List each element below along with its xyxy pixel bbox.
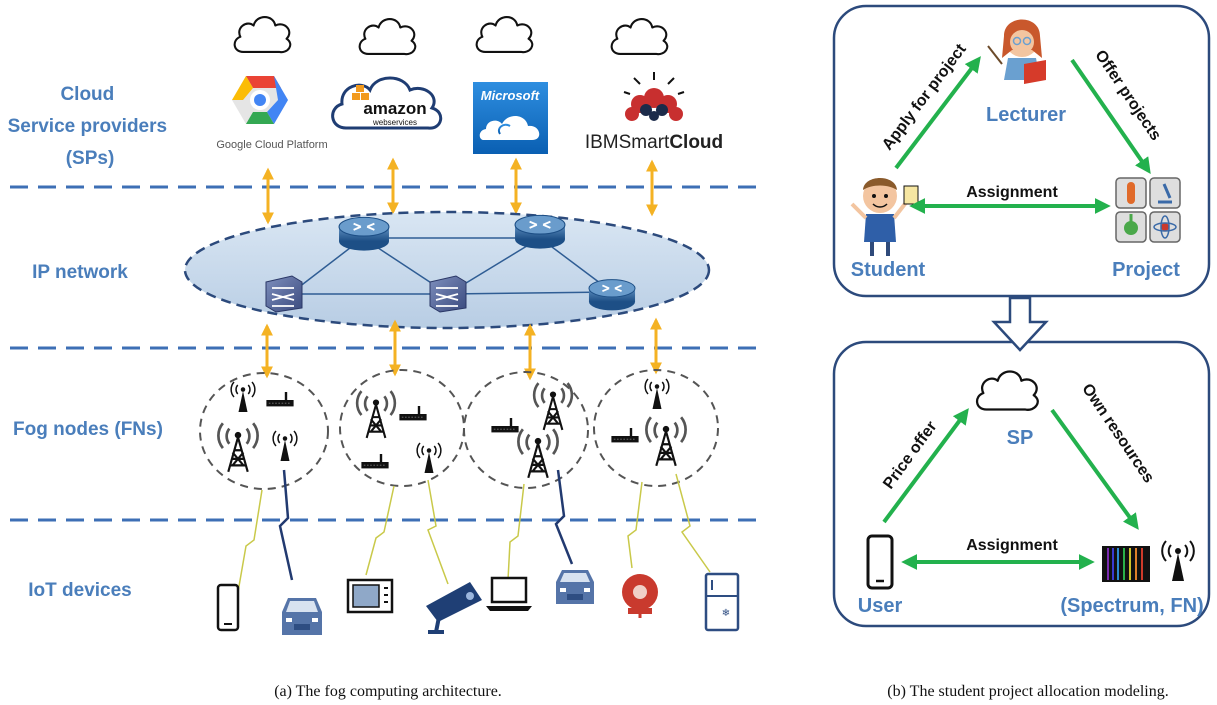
caption-right: (b) The student project allocation model… <box>887 683 1168 700</box>
cloud-icon <box>475 15 534 54</box>
mapping-arrow <box>991 296 1049 352</box>
user-label: User <box>858 595 903 617</box>
wireless-link <box>627 481 643 569</box>
wireless-link <box>278 469 294 581</box>
webservices-text: webservices <box>372 118 417 127</box>
car-icon <box>556 570 594 604</box>
project-icon <box>1115 177 1181 243</box>
car-icon <box>282 598 322 635</box>
cloud-icon <box>610 17 669 56</box>
wireless-link <box>507 483 525 581</box>
switch-icon <box>429 275 467 313</box>
apply-arrow <box>894 56 981 170</box>
cloud-icon <box>233 15 292 54</box>
router-icon <box>338 216 390 252</box>
wireless-link <box>675 473 711 573</box>
fridge-icon: ❄ <box>704 572 740 632</box>
layer-label-iot: IoT devices <box>28 580 132 601</box>
access-point-icon <box>398 406 428 421</box>
google-cloud-logo: Google Cloud Platform <box>216 76 328 151</box>
sp-label: SP <box>1007 427 1034 449</box>
spectrum-icon <box>1102 546 1150 582</box>
amazon-aws-logo: amazon webservices <box>331 76 443 130</box>
microwave-icon <box>346 578 394 614</box>
project-label: Project <box>1112 259 1180 281</box>
layer-label-ip: IP network <box>32 262 128 283</box>
own-resources-arrow <box>1050 408 1139 530</box>
access-point-icon <box>610 428 640 443</box>
amazon-text: amazon <box>363 99 426 118</box>
ibm-smartcloud-text: IBMSmartCloud <box>585 132 723 153</box>
student-label: Student <box>851 259 926 281</box>
layer-label-fog: Fog nodes (FNs) <box>13 419 163 440</box>
google-cloud-text: Google Cloud Platform <box>216 139 327 151</box>
router-icon <box>588 278 636 312</box>
microsoft-logo: Microsoft <box>473 82 548 154</box>
tower-icon <box>645 415 687 468</box>
svg-text:❄: ❄ <box>722 608 730 619</box>
access-point-icon <box>360 454 390 469</box>
access-point-icon <box>265 392 295 407</box>
tower-icon <box>517 427 559 480</box>
assignment-label-bottom: Assignment <box>966 537 1058 554</box>
antenna-icon <box>644 378 670 410</box>
wireless-link <box>554 469 574 565</box>
switch-icon <box>265 275 303 313</box>
alarm-icon <box>622 574 658 618</box>
access-point-icon <box>490 418 520 433</box>
lecturer-label: Lecturer <box>986 104 1066 126</box>
wireless-link <box>427 479 449 585</box>
antenna-icon <box>272 430 298 462</box>
cloud-icon <box>358 17 417 56</box>
caption-left: (a) The fog computing architecture. <box>274 683 502 700</box>
router-icon <box>514 214 566 250</box>
phone-icon <box>866 534 894 590</box>
tower-icon <box>532 381 574 432</box>
camera-icon <box>426 582 482 634</box>
network-link <box>447 291 613 295</box>
offer-arrow <box>1070 58 1151 174</box>
fog-cluster <box>593 369 719 487</box>
assignment-label-top: Assignment <box>966 184 1058 201</box>
phone-icon <box>216 583 240 632</box>
tower-icon <box>217 421 259 474</box>
ibm-smartcloud-logo: IBMSmartCloud <box>585 72 723 153</box>
ip-network-ellipse <box>183 210 711 330</box>
price-offer-arrow <box>882 408 969 524</box>
fog-cluster <box>339 369 465 487</box>
laptop-icon <box>486 576 532 611</box>
wireless-link <box>365 485 395 576</box>
antenna-icon <box>416 442 442 474</box>
tower-icon <box>355 389 397 440</box>
layer-label-cloud: Cloud Service providers (SPs) <box>8 84 173 169</box>
fog-cluster <box>463 371 589 489</box>
lecturer-icon <box>987 19 1046 84</box>
fog-cluster <box>199 372 329 490</box>
microsoft-text: Microsoft <box>481 88 540 103</box>
wireless-link <box>237 489 263 593</box>
antenna-icon <box>230 381 256 413</box>
resource-label: (Spectrum, FN) <box>1060 595 1203 617</box>
